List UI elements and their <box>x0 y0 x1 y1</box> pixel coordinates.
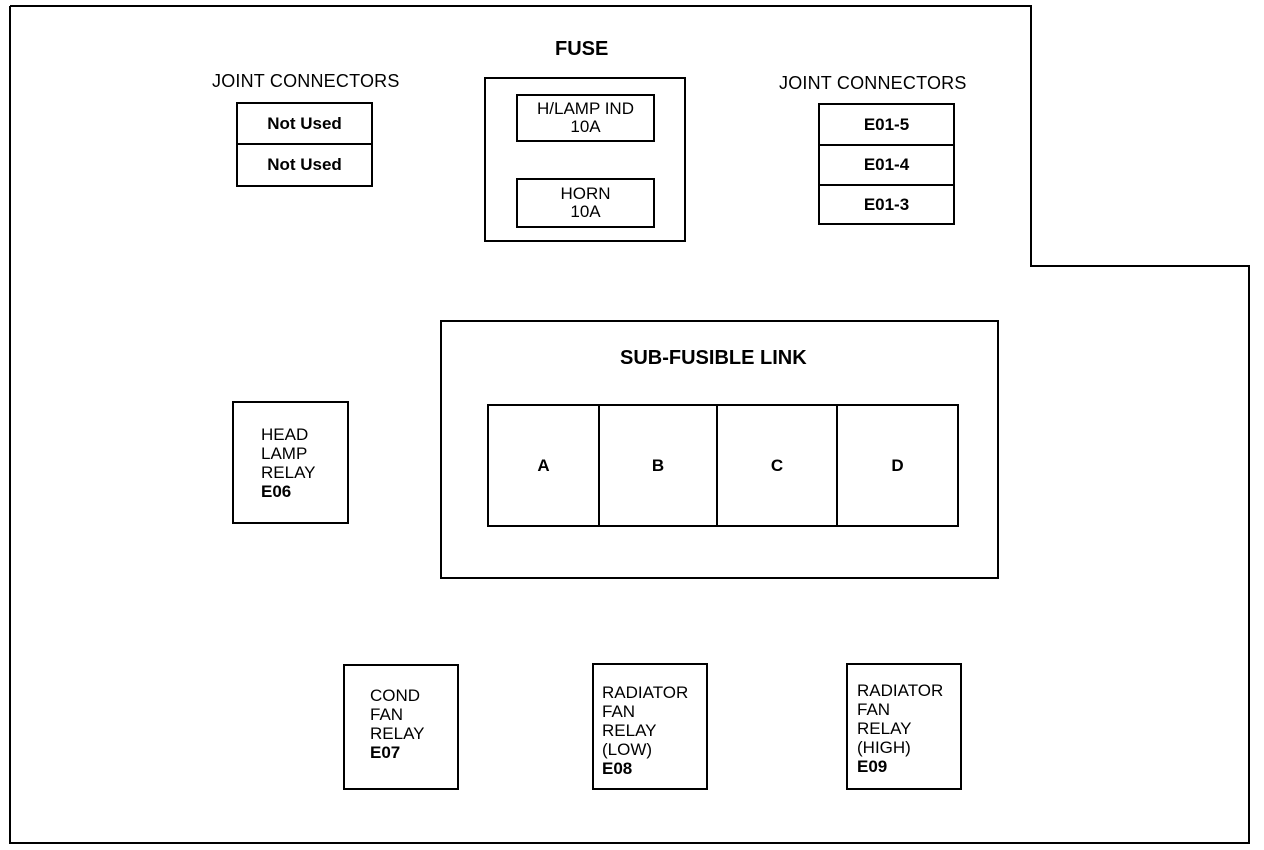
link-cell-a: A <box>489 406 600 525</box>
link-cell-b: B <box>600 406 718 525</box>
radiator-fan-relay-low: RADIATOR FAN RELAY (LOW) E08 <box>592 663 708 790</box>
relay-line: RELAY <box>370 724 425 743</box>
relay-line: COND <box>370 686 421 705</box>
link-cell-d: D <box>891 455 904 475</box>
fuse-rating: 10A <box>570 202 601 221</box>
radiator-fan-relay-high: RADIATOR FAN RELAY (HIGH) E09 <box>846 663 962 790</box>
relay-code: E07 <box>370 743 401 762</box>
relay-line: LAMP <box>261 444 308 463</box>
right-joint-connectors-block: E01-5 E01-4 E01-3 <box>818 103 955 225</box>
relay-line: FAN <box>602 702 636 721</box>
fuse-block: H/LAMP IND 10A HORN 10A <box>484 77 686 242</box>
relay-line: FAN <box>370 705 404 724</box>
cond-fan-relay: COND FAN RELAY E07 <box>343 664 459 790</box>
relay-line: RADIATOR <box>602 683 689 702</box>
relay-line: (LOW) <box>602 740 653 759</box>
relay-line: RADIATOR <box>857 681 944 700</box>
relay-line: HEAD <box>261 425 309 444</box>
fuse-name: H/LAMP IND <box>537 99 634 118</box>
sub-fusible-link-cells: A B C D <box>487 404 959 527</box>
fuse-horn: HORN 10A <box>516 178 655 228</box>
relay-line: RELAY <box>602 721 657 740</box>
relay-code: E08 <box>602 759 633 778</box>
relay-line: RELAY <box>261 463 316 482</box>
fuse-h-lamp-ind: H/LAMP IND 10A <box>516 94 655 142</box>
fuse-name: HORN <box>560 184 611 203</box>
link-cell-c: C <box>718 406 838 525</box>
left-joint-connectors-title: JOINT CONNECTORS <box>212 71 400 91</box>
head-lamp-relay: HEAD LAMP RELAY E06 <box>232 401 349 524</box>
relay-line: (HIGH) <box>857 738 911 757</box>
relay-line: FAN <box>857 700 891 719</box>
fuse-title: FUSE <box>555 38 609 60</box>
relay-line: RELAY <box>857 719 912 738</box>
relay-code: E09 <box>857 757 888 776</box>
left-joint-slot: Not Used <box>267 155 342 174</box>
right-joint-slot: E01-5 <box>820 105 953 146</box>
left-joint-slot: Not Used <box>238 104 371 145</box>
left-joint-connectors-block: Not Used Not Used <box>236 102 373 187</box>
right-joint-slot: E01-4 <box>820 146 953 186</box>
sub-fusible-link-block: SUB-FUSIBLE LINK A B C D <box>440 320 999 579</box>
right-joint-slot: E01-3 <box>863 194 910 214</box>
sub-fusible-link-title: SUB-FUSIBLE LINK <box>620 347 807 369</box>
right-joint-connectors-title: JOINT CONNECTORS <box>779 73 967 93</box>
relay-code: E06 <box>261 482 292 501</box>
fuse-rating: 10A <box>570 117 601 136</box>
